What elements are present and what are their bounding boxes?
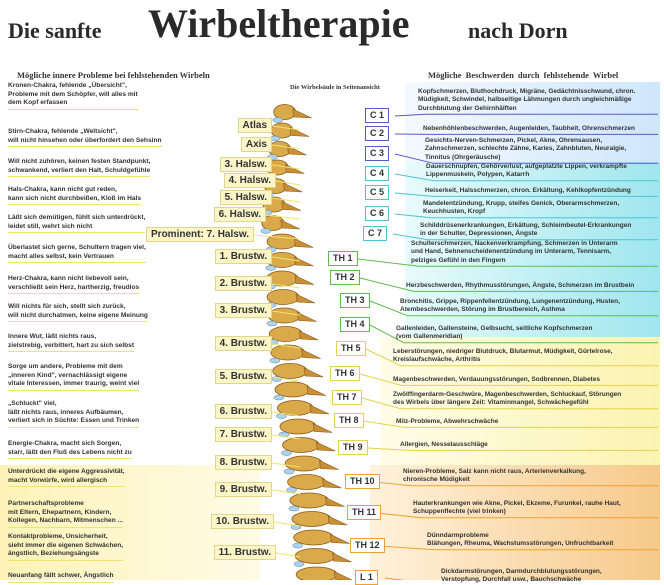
vertebra-label-right: TH 10 bbox=[345, 474, 380, 489]
vertebra-label-right: TH 1 bbox=[328, 251, 358, 266]
vertebra-label-right: C 3 bbox=[365, 146, 389, 161]
vertebra-shape bbox=[267, 308, 317, 326]
right-connector-line bbox=[358, 259, 419, 266]
vertebra-label-left: 3. Halsw. bbox=[220, 157, 272, 172]
left-problem-text: Will nicht zuhören, keinen festen Standp… bbox=[8, 158, 150, 177]
vertebra-shape bbox=[289, 493, 345, 511]
vertebra-label-right: TH 9 bbox=[338, 440, 368, 455]
vertebra-label-right: L 1 bbox=[355, 570, 378, 585]
vertebra-label-left: 5. Brustw. bbox=[215, 369, 272, 384]
vertebra-shape bbox=[268, 327, 318, 345]
left-problem-text: Energie-Chakra, macht sich Sorgen, starr… bbox=[8, 440, 132, 459]
symptom-text: Allergien, Nesselausschläge bbox=[400, 441, 488, 449]
left-problem-text: Hals-Chakra, kann nicht gut reden, kann … bbox=[8, 186, 141, 205]
symptom-text: Dauerschnupfen, Gehörverlust, aufgeplatz… bbox=[426, 163, 627, 180]
symptom-text: Bronchitis, Grippe, Rippenfellentzündung… bbox=[400, 298, 620, 315]
symptom-text: Nebenhöhlenbeschwerden, Augenleiden, Tau… bbox=[423, 125, 635, 133]
vertebra-label-right: TH 2 bbox=[330, 270, 360, 285]
vertebra-shape bbox=[282, 438, 336, 456]
vertebra-shape bbox=[276, 401, 329, 419]
vertebra-label-left: 3. Brustw. bbox=[215, 303, 272, 318]
symptom-text: Dickdarmstörungen, Darmdurchblutungsstör… bbox=[441, 568, 602, 585]
vertebra-shape bbox=[268, 142, 307, 160]
left-problem-text: Herz-Chakra, kann nicht liebevoll sein, … bbox=[8, 275, 139, 294]
left-problem-text: Kontaktprobleme, Unsicherheit, sieht imm… bbox=[8, 533, 123, 561]
vertebra-label-left: 11. Brustw. bbox=[214, 545, 276, 560]
vertebra-shape bbox=[295, 567, 353, 580]
symptom-text: Magenbeschwerden, Verdauungsstörungen, S… bbox=[393, 376, 600, 384]
left-problem-text: Innere Wut, läßt nichts raus, zielstrebi… bbox=[8, 333, 134, 352]
left-problem-text: Will nichts für sich, stellt sich zurück… bbox=[8, 303, 148, 322]
left-problem-text: Läßt sich demütigen, fühlt sich unterdrü… bbox=[8, 214, 145, 233]
vertebra-label-left: 6. Brustw. bbox=[215, 404, 272, 419]
vertebra-label-left: 1. Brustw. bbox=[215, 249, 272, 264]
vertebra-shape bbox=[270, 123, 309, 141]
vertebra-label-right: C 1 bbox=[365, 108, 389, 123]
symptom-text: Hauterkrankungen wie Akne, Pickel, Ekzem… bbox=[413, 500, 621, 517]
left-problem-text: Stirn-Chakra, fehlende „Weltsicht", will… bbox=[8, 128, 162, 147]
vertebra-label-right: TH 11 bbox=[347, 505, 381, 520]
symptom-text: Kopfschmerzen, Bluthochdruck, Migräne, G… bbox=[418, 88, 635, 113]
vertebra-label-left: 4. Brustw. bbox=[215, 336, 272, 351]
left-problem-text: Kronen-Chakra, fehlende „Übersicht", Pro… bbox=[8, 82, 138, 110]
right-connector-line bbox=[395, 114, 426, 116]
vertebra-label-right: TH 12 bbox=[350, 538, 385, 553]
left-problem-text: Überlastet sich gerne, Schultern tragen … bbox=[8, 244, 146, 263]
vertebra-label-right: C 7 bbox=[363, 226, 387, 241]
vertebra-label-right: TH 5 bbox=[336, 341, 366, 356]
vertebra-shape bbox=[287, 475, 342, 493]
symptom-text: Schilddrüsenerkrankungen, Erkältung, Sch… bbox=[420, 222, 631, 239]
vertebra-label-right: TH 7 bbox=[332, 390, 362, 405]
symptom-text: Zwölffingerdarm-Geschwüre, Magenbeschwer… bbox=[393, 391, 621, 408]
left-problem-text: Unterdrückt die eigene Aggressivität, ma… bbox=[8, 468, 125, 487]
symptom-text: Milz-Probleme, Abwehrschwäche bbox=[396, 418, 498, 426]
vertebra-label-right: C 2 bbox=[365, 126, 389, 141]
vertebra-label-left: 8. Brustw. bbox=[215, 455, 272, 470]
vertebra-label-right: C 5 bbox=[365, 185, 389, 200]
vertebra-label-left: 5. Halsw. bbox=[220, 190, 272, 205]
symptom-text: Dünndarmprobleme Blähungen, Rheuma, Wach… bbox=[427, 532, 613, 549]
vertebra-label-right: C 6 bbox=[365, 206, 389, 221]
vertebra-label-right: TH 6 bbox=[330, 366, 360, 381]
vertebra-shape bbox=[274, 382, 326, 400]
vertebra-shape bbox=[272, 364, 323, 382]
vertebra-shape bbox=[284, 456, 338, 474]
symptom-text: Mandelentzündung, Krupp, steifes Genick,… bbox=[423, 200, 619, 217]
vertebra-label-left: Axis bbox=[241, 137, 272, 152]
symptom-text: Leberstörungen, niedriger Blutdruck, Blu… bbox=[393, 348, 613, 365]
vertebra-label-right: TH 8 bbox=[334, 413, 364, 428]
left-problem-text: Sorge um andere, Probleme mit dem „inner… bbox=[8, 363, 139, 391]
vertebra-label-left: 10. Brustw. bbox=[211, 514, 274, 529]
symptom-text: Schulterschmerzen, Nackenverkrampfung, S… bbox=[411, 240, 618, 265]
vertebra-shape bbox=[291, 512, 347, 530]
vertebra-shape bbox=[266, 253, 314, 271]
vertebra-label-left: Prominent: 7. Halsw. bbox=[146, 227, 254, 242]
vertebra-label-right: C 4 bbox=[365, 166, 389, 181]
vertebra-shape bbox=[293, 530, 350, 548]
vertebra-shape bbox=[273, 105, 312, 123]
vertebra-label-left: 2. Brustw. bbox=[215, 276, 272, 291]
symptom-text: Gallenleiden, Gallensteine, Gelbsucht, s… bbox=[396, 325, 593, 342]
vertebra-label-right: TH 3 bbox=[340, 293, 370, 308]
symptom-text: Herzbeschwerden, Rhythmusstörungen, Ängs… bbox=[406, 282, 634, 290]
vertebra-label-left: 9. Brustw. bbox=[215, 482, 272, 497]
vertebra-shape bbox=[279, 419, 332, 437]
vertebra-label-left: 4. Halsw. bbox=[224, 173, 276, 188]
symptom-text: Nieren-Probleme, Salz kann nicht raus, A… bbox=[403, 468, 586, 485]
left-problem-text: Neuanfang fällt schwer, Ängstlich bbox=[8, 572, 114, 583]
left-problem-text: Partnerschaftsprobleme mit Eltern, Ehepa… bbox=[8, 500, 123, 528]
symptom-text: Gesichts-Nerven-Schmerzen, Pickel, Akne,… bbox=[425, 137, 626, 162]
vertebra-label-right: TH 4 bbox=[340, 317, 370, 332]
vertebra-label-left: Atlas bbox=[238, 118, 272, 133]
vertebra-shape bbox=[266, 290, 315, 308]
vertebra-label-left: 7. Brustw. bbox=[215, 427, 272, 442]
symptom-text: Heiserkeit, Halsschmerzen, chron. Erkält… bbox=[425, 187, 631, 195]
vertebra-label-left: 6. Halsw. bbox=[214, 207, 266, 222]
vertebra-shape bbox=[294, 549, 351, 567]
left-problem-text: „Schluckt" viel, läßt nichts raus, inner… bbox=[8, 400, 139, 428]
